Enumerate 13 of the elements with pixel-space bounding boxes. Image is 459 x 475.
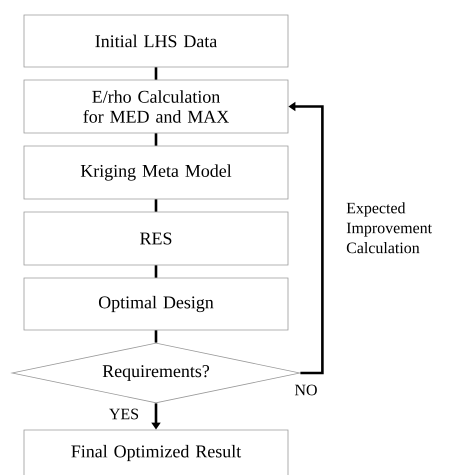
process-box: Initial LHS Data bbox=[24, 14, 288, 68]
process-box: RES bbox=[24, 212, 288, 266]
edge-label: YES bbox=[109, 408, 138, 420]
process-box: Final Optimized Result bbox=[24, 430, 288, 475]
note-text: Expected Improvement Calculation bbox=[346, 202, 432, 254]
connector-line bbox=[154, 67, 158, 80]
connector-line bbox=[154, 199, 158, 212]
connector-line bbox=[154, 330, 158, 343]
connector-line bbox=[154, 265, 158, 278]
connector-line bbox=[154, 133, 158, 146]
process-box: Kriging Meta Model bbox=[24, 146, 288, 200]
process-box: E/rho Calculation for MED and MAX bbox=[24, 80, 288, 134]
process-box: Optimal Design bbox=[24, 278, 288, 330]
